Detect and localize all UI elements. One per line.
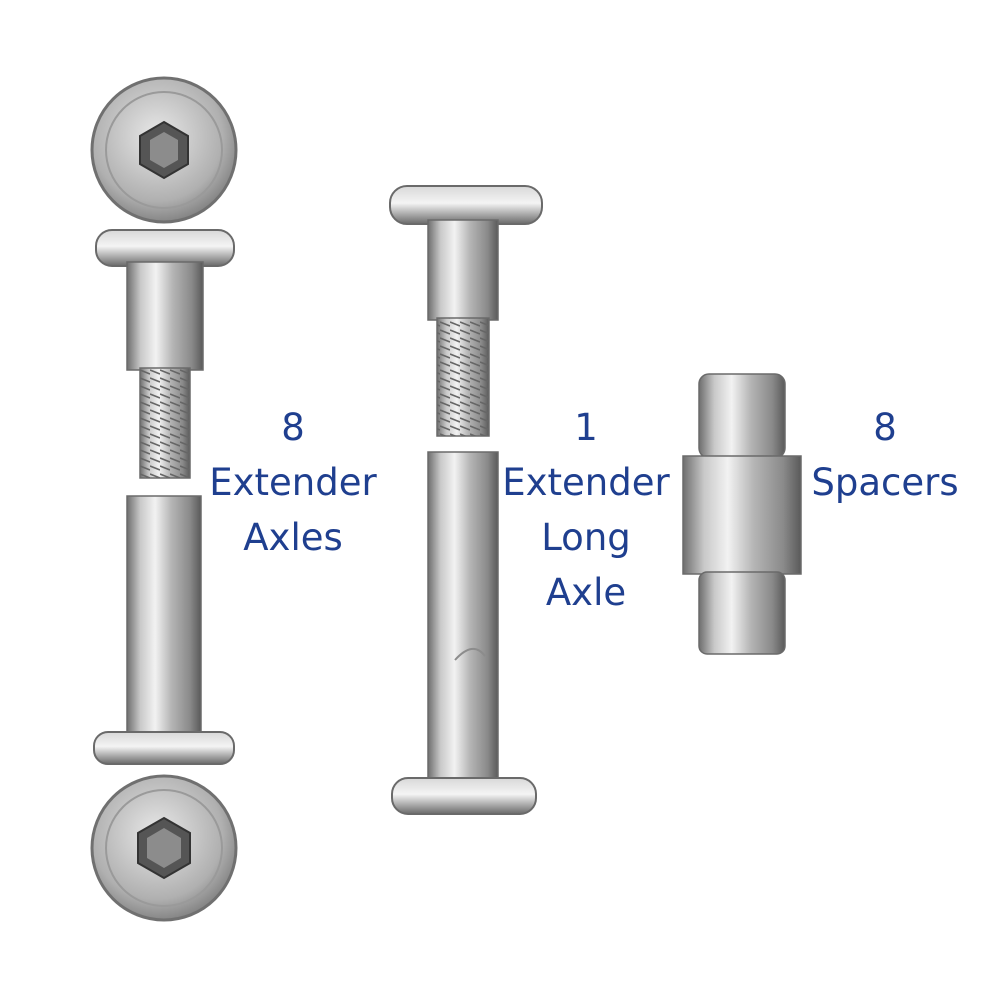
extender-long-axle-label: 1 Extender Long Axle <box>500 400 672 620</box>
extender-axle-bottom-cap-icon <box>90 774 238 922</box>
spacers-count: 8 <box>873 406 897 449</box>
extender-axles-line1: Extender <box>209 461 377 504</box>
long-axle-line2: Long <box>541 516 631 559</box>
long-axle-line1: Extender <box>502 461 670 504</box>
spacers-line1: Spacers <box>811 461 959 504</box>
long-axle-barrel-icon <box>391 451 537 815</box>
extender-axle-top-cap-icon <box>90 76 238 224</box>
extender-axle-screw-icon <box>95 229 235 479</box>
long-axle-screw-icon <box>389 185 543 437</box>
extender-axle-barrel-icon <box>93 495 235 765</box>
spacer-icon <box>682 373 802 655</box>
extender-axles-label: 8 Extender Axles <box>208 400 378 565</box>
long-axle-count: 1 <box>574 406 598 449</box>
spacers-label: 8 Spacers <box>810 400 960 510</box>
extender-axles-count: 8 <box>281 406 305 449</box>
long-axle-line3: Axle <box>545 571 627 614</box>
extender-axles-line2: Axles <box>243 516 343 559</box>
